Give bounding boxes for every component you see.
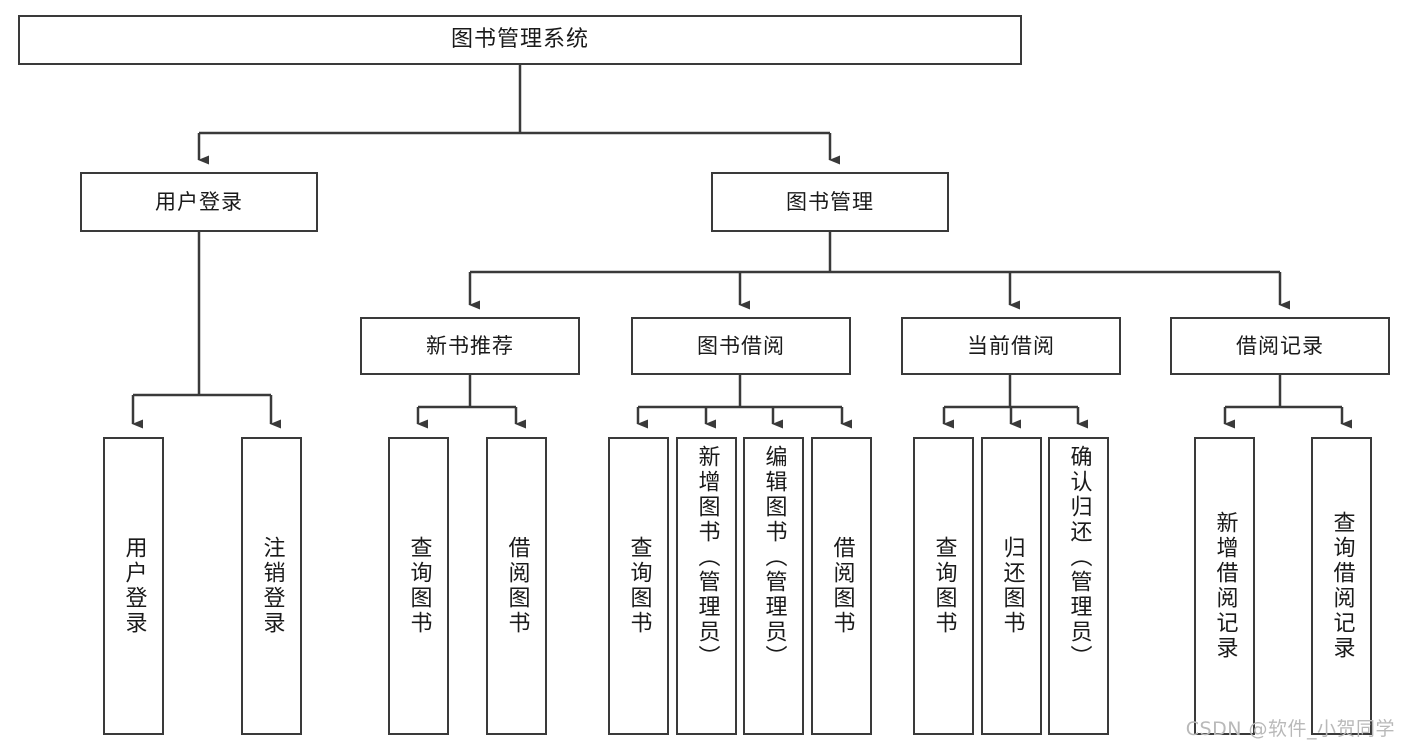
node-label: 当前借阅 — [967, 333, 1055, 358]
leaf-borrow-add-book[interactable]: 新增图书（管理员） — [676, 437, 737, 735]
leaf-borrow-edit-book[interactable]: 编辑图书（管理员） — [743, 437, 804, 735]
node-label: 用户登录 — [155, 189, 243, 214]
leaf-inner: 查询图书 — [390, 439, 447, 733]
leaf-current-return-book[interactable]: 归还图书 — [981, 437, 1042, 735]
leaf-user-login-login[interactable]: 用户登录 — [103, 437, 164, 735]
leaf-inner: 注销登录 — [243, 439, 300, 733]
leaf-user-login-logout[interactable]: 注销登录 — [241, 437, 302, 735]
leaf-current-query-book[interactable]: 查询图书 — [913, 437, 974, 735]
leaf-inner: 编辑图书（管理员） — [745, 439, 802, 733]
node-label: 借阅图书 — [504, 536, 530, 636]
leaf-new-book-borrow[interactable]: 借阅图书 — [486, 437, 547, 735]
node-user-login[interactable]: 用户登录 — [80, 172, 318, 232]
node-label: 图书管理系统 — [450, 27, 589, 53]
leaf-inner: 查询借阅记录 — [1313, 439, 1370, 733]
leaf-inner: 借阅图书 — [813, 439, 870, 733]
leaf-inner: 查询图书 — [915, 439, 972, 733]
leaf-record-query-record[interactable]: 查询借阅记录 — [1311, 437, 1372, 735]
node-label: 新书推荐 — [426, 333, 514, 358]
node-label: 借阅图书 — [829, 536, 855, 636]
node-label: 用户登录 — [121, 536, 147, 636]
leaf-new-book-query[interactable]: 查询图书 — [388, 437, 449, 735]
leaf-record-add-record[interactable]: 新增借阅记录 — [1194, 437, 1255, 735]
node-current-borrow[interactable]: 当前借阅 — [901, 317, 1121, 375]
node-label: 确认归还（管理员） — [1066, 445, 1092, 670]
node-label: 查询图书 — [406, 536, 432, 636]
leaf-inner: 查询图书 — [610, 439, 667, 733]
node-label: 查询图书 — [931, 536, 957, 636]
node-label: 查询借阅记录 — [1329, 511, 1355, 661]
leaf-inner: 借阅图书 — [488, 439, 545, 733]
leaf-borrow-query-book[interactable]: 查询图书 — [608, 437, 669, 735]
node-label: 注销登录 — [259, 536, 285, 636]
node-label: 图书管理 — [786, 189, 874, 214]
leaf-borrow-borrow-book[interactable]: 借阅图书 — [811, 437, 872, 735]
leaf-inner: 用户登录 — [105, 439, 162, 733]
leaf-inner: 新增借阅记录 — [1196, 439, 1253, 733]
node-label: 新增图书（管理员） — [694, 445, 720, 670]
leaf-inner: 归还图书 — [983, 439, 1040, 733]
leaf-current-confirm-return[interactable]: 确认归还（管理员） — [1048, 437, 1109, 735]
node-label: 图书借阅 — [697, 333, 785, 358]
node-book-borrow[interactable]: 图书借阅 — [631, 317, 851, 375]
node-book-management[interactable]: 图书管理 — [711, 172, 949, 232]
node-label: 新增借阅记录 — [1212, 511, 1238, 661]
node-root-system[interactable]: 图书管理系统 — [18, 15, 1022, 65]
node-label: 查询图书 — [626, 536, 652, 636]
node-new-book-recommend[interactable]: 新书推荐 — [360, 317, 580, 375]
node-label: 归还图书 — [999, 536, 1025, 636]
leaf-inner: 确认归还（管理员） — [1050, 439, 1107, 733]
leaf-inner: 新增图书（管理员） — [678, 439, 735, 733]
node-borrow-record[interactable]: 借阅记录 — [1170, 317, 1390, 375]
node-label: 借阅记录 — [1236, 333, 1324, 358]
node-label: 编辑图书（管理员） — [761, 445, 787, 670]
watermark-text: CSDN @软件_小贺同学 — [1185, 718, 1395, 740]
